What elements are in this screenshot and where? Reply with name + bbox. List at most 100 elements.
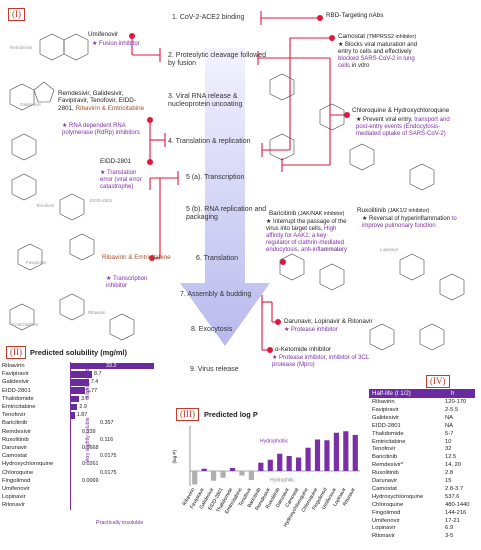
halflife-drug-name: Baricitinib — [372, 454, 398, 461]
halflife-drug-name: EIDD-2801 — [372, 422, 401, 429]
halflife-value: 12.5 — [445, 454, 457, 461]
umifenovir-note: ★ Fusion inhibitor — [92, 41, 140, 47]
daru-note: ★ Protease inhibitor — [284, 327, 338, 333]
panel-label-iii: (III) — [176, 408, 199, 421]
logp-annotation-hydrophobic: Hydrophobic — [260, 439, 289, 445]
solubility-value: 8.7 — [94, 371, 102, 378]
struct-label-ribavirin: Ribavirin — [88, 310, 106, 315]
halflife-value: 15 — [445, 478, 452, 484]
solubility-value: 33.2 — [106, 363, 117, 369]
halflife-drug-name: Chloroquine — [372, 501, 404, 508]
solubility-drug-name: Thalidomide — [2, 395, 34, 402]
step-3: 3. Viral RNA release & nucleoprotein unc… — [168, 93, 243, 108]
halflife-value: 32 — [445, 446, 452, 453]
lifecycle-arrow — [180, 48, 270, 346]
solubility-drug-name: Baricitinib — [2, 420, 28, 427]
halflife-value: 120-170 — [445, 399, 467, 405]
halflife-value: NA — [445, 422, 454, 429]
logp-bar — [286, 456, 292, 471]
camostat-note: ★ Blocks viral maturation and entry to c… — [338, 42, 418, 69]
solubility-drug-name: Lopinavir — [2, 494, 26, 501]
step-8: 8. Exocytosis — [191, 326, 233, 333]
halflife-value: 14, 20 — [445, 462, 462, 469]
halflife-drug-name: Ritonavir — [372, 533, 395, 540]
solubility-drug-name: Favipiravir — [2, 371, 29, 378]
step-7: 7. Assembly & budding — [180, 291, 252, 298]
halflife-row: Ribavirin 120-170 — [369, 399, 475, 406]
eidd-note: ★ Translation error (viral error catastr… — [100, 170, 142, 190]
solubility-group-slightly: Slightly soluble — [85, 364, 91, 399]
solubility-drug-name: Ruxolitinib — [2, 436, 29, 443]
logp-bar — [333, 432, 339, 471]
logp-bar — [343, 431, 349, 471]
solubility-drug-name: Tenofovir — [2, 412, 26, 419]
halflife-row: EIDD-2801 NA — [369, 423, 475, 430]
logp-bar — [229, 468, 236, 471]
solubility-value: 0.0069 — [82, 477, 99, 484]
camostat-label: Camostat (TMPRSS2 inhibitor) — [338, 33, 417, 40]
solubility-bar — [70, 403, 78, 411]
logp-bar — [305, 447, 311, 471]
solubility-drug-name: Hydroxychloroquine — [2, 461, 54, 468]
halflife-row: Chloroquine 480-1440 — [369, 502, 475, 509]
halflife-drug-name: Fingolimod — [372, 509, 401, 516]
halflife-value: 480-1440 — [445, 501, 470, 508]
logp-bar — [314, 439, 321, 471]
halflife-drug-name: Darunavir — [372, 478, 398, 484]
halflife-value: 3-5 — [445, 533, 454, 540]
halflife-drug-name: Ribavirin — [372, 399, 395, 405]
daru-label: Darunavir, Lopinavir & Ritonavir — [284, 318, 373, 325]
halflife-value: 2-5.5 — [445, 406, 459, 413]
solubility-drug-name: Galidesivir — [2, 379, 30, 386]
logp-bar — [248, 471, 254, 480]
halflife-value: 2.8-3.7 — [445, 485, 464, 492]
solubility-drug-name: Darunavir — [2, 445, 28, 451]
halflife-value: 6.9 — [445, 525, 454, 532]
halflife-drug-name: Emtricitabine — [372, 438, 406, 445]
halflife-row: Ritonavir 3-5 — [369, 533, 475, 540]
solubility-value: 1.87 — [76, 412, 88, 419]
eidd-label: EIDD-2801 — [100, 158, 132, 165]
solubility-drug-name: Ritonavir — [2, 502, 25, 509]
halflife-row: Fingolimod 144-216 — [369, 510, 475, 517]
halflife-header: Half-life (t 1/2) h — [369, 389, 475, 398]
panel-label-i: (I) — [8, 8, 25, 21]
step-9: 9. Virus release — [190, 366, 239, 373]
struct-label-remdesivir: Remdesivir — [10, 45, 33, 50]
riba-emtri-label: Ribavirin & Emtricitabine — [102, 254, 171, 261]
solubility-group-insoluble: Practically insoluble — [96, 520, 144, 526]
solubility-value: 0.116 — [100, 436, 114, 443]
bari-note: ★ Interrupt the passage of the virus int… — [266, 219, 348, 253]
logp-bar — [220, 471, 226, 478]
step-2: 2. Proteolytic cleavage followed by fusi… — [168, 52, 267, 67]
solubility-value: 3.6 — [81, 395, 89, 402]
halflife-drug-name: Tenofovir — [372, 446, 396, 453]
solubility-value: 7.4 — [90, 379, 99, 386]
solubility-drug-name: Chloroquine — [2, 469, 34, 476]
logp-bar — [258, 462, 264, 471]
solubility-value: 0.0175 — [100, 453, 117, 460]
solubility-bar — [70, 395, 80, 403]
step-1: 1. CoV-2-ACE2 binding — [172, 14, 245, 21]
logp-bar — [201, 468, 207, 471]
struct-label-tenofovir: Tenofovir — [36, 203, 55, 208]
halflife-value: 537.6 — [445, 493, 460, 500]
right-molecules — [269, 73, 465, 351]
struct-label-eidd2801: EIDD-2801 — [90, 198, 113, 203]
struct-label-darunavir: Darunavir — [323, 247, 343, 252]
solubility-bar — [70, 370, 92, 378]
logp-bar — [211, 471, 217, 481]
solubility-title: Predicted solubility (mg/ml) — [30, 348, 127, 357]
step-6: 6. Translation — [196, 255, 239, 262]
logp-bar — [267, 459, 273, 471]
halflife-drug-name: Thalidomide — [372, 430, 404, 437]
logp-bar — [192, 471, 198, 485]
halflife-value: 144-216 — [445, 509, 467, 516]
